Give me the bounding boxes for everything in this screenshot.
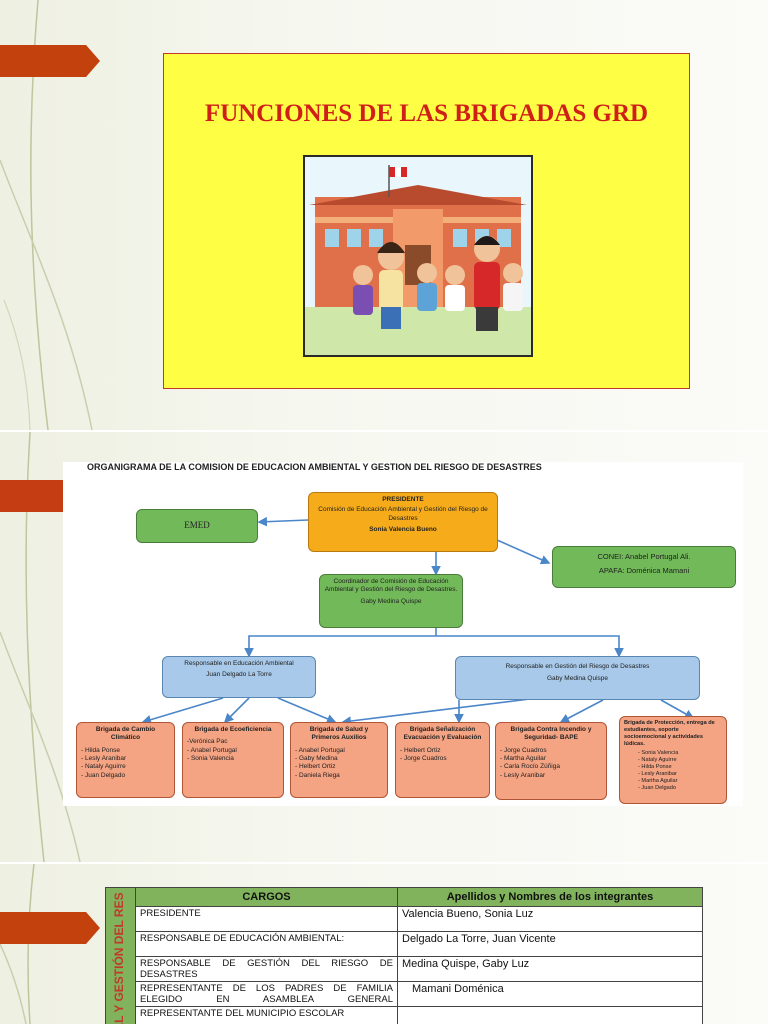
brigada-member: - Nataly Aguirre <box>638 756 677 763</box>
header-cargos: CARGOS <box>135 887 398 907</box>
brigada-member: - Gaby Medina <box>295 754 338 762</box>
table-row: REPRESENTANTE DE LOS PADRES DE FAMILIA E… <box>106 981 703 1007</box>
slide-marker-tab <box>0 45 100 77</box>
brigada-title: Brigada Señalización Evacuación y Evalua… <box>403 726 482 742</box>
responsable-ea-text: Responsable en Educación Ambiental <box>184 660 294 667</box>
coordinador-box: Coordinador de Comisión de Educación Amb… <box>319 574 463 628</box>
presidente-name: Sonia Valencia Bueno <box>369 525 437 533</box>
brigada-member: -Verónica Pac <box>187 738 228 746</box>
responsable-grd-name: Gaby Medina Quispe <box>546 675 609 683</box>
brigada-card: Brigada Contra Incendio y Seguridad- BAP… <box>495 722 607 800</box>
coordinador-name: Gaby Medina Quispe <box>360 597 422 605</box>
brigada-member: - Juan Delgado <box>81 771 126 779</box>
nombre-cell <box>397 1006 703 1024</box>
slide-3: TAL Y GESTIÓN DEL RES CARGOS Apellidos y… <box>0 864 768 1024</box>
presidente-heading: PRESIDENTE <box>382 496 424 503</box>
brigada-title: Brigada de Cambio Climático <box>95 726 156 742</box>
cargo-cell: RESPONSABLE DE EDUCACIÓN AMBIENTAL: <box>135 931 398 957</box>
brigada-member: - Lesly Aranibar <box>500 771 546 779</box>
brigada-member: - Anabel Portugal <box>187 746 237 754</box>
nombre-cell: Valencia Bueno, Sonia Luz <box>397 906 703 932</box>
brigada-card: Brigada de Cambio Climático - Hilda Pons… <box>76 722 175 798</box>
brigada-member: - Hilda Ponse <box>81 746 121 754</box>
cargo-cell: REPRESENTANTE DEL MUNICIPIO ESCOLAR <box>135 1006 398 1024</box>
nombre-cell: Delgado La Torre, Juan Vicente <box>397 931 703 957</box>
slide-2: ORGANIGRAMA DE LA COMISION DE EDUCACION … <box>0 432 768 862</box>
slide-title: FUNCIONES DE LAS BRIGADAS GRD <box>204 100 649 127</box>
brigada-member: - Sonia Valencia <box>187 754 234 762</box>
table-row: RESPONSABLE DE GESTIÓN DEL RIESGO DE DES… <box>106 956 703 982</box>
brigada-member: - Jorge Cuadros <box>500 746 547 754</box>
brigada-member: - Anabel Portugal <box>295 746 345 754</box>
brigada-member: - Hilda Ponse <box>638 763 672 770</box>
cargo-cell: RESPONSABLE DE GESTIÓN DEL RIESGO DE DES… <box>135 956 398 982</box>
nombre-cell: Medina Quispe, Gaby Luz <box>397 956 703 982</box>
header-integrantes: Apellidos y Nombres de los integrantes <box>397 887 703 907</box>
responsable-grd-text: Responsable en Gestión del Riesgo de Des… <box>505 663 650 670</box>
cargo-cell: PRESIDENTE <box>135 906 398 932</box>
presidente-box: PRESIDENTE Comisión de Educación Ambient… <box>308 492 498 552</box>
emed-box: EMED <box>136 509 258 543</box>
brigada-member: - Carla Rocío Zúñiga <box>500 763 560 771</box>
org-title: ORGANIGRAMA DE LA COMISION DE EDUCACION … <box>87 462 542 472</box>
coordinador-text: Coordinador de Comisión de Educación Amb… <box>324 578 458 594</box>
brigada-member: - Nataly Aguirre <box>81 763 126 771</box>
brigada-member: - Daniela Riega <box>295 771 340 779</box>
brigada-member: - Jorge Cuadros <box>400 754 447 762</box>
brigada-member: - Helbert Ortiz <box>295 763 336 771</box>
table-row: REPRESENTANTE DEL MUNICIPIO ESCOLAR <box>106 1006 703 1024</box>
organigrama: ORGANIGRAMA DE LA COMISION DE EDUCACION … <box>63 462 743 806</box>
responsable-grd-box: Responsable en Gestión del Riesgo de Des… <box>455 656 700 700</box>
nombre-cell: Mamani Doménica <box>397 981 703 1007</box>
side-label-cell: TAL Y GESTIÓN DEL RES <box>105 887 136 1024</box>
brigada-title: Brigada de Salud y Primeros Auxilios <box>309 726 369 742</box>
brigada-member: - Martha Aguilar <box>500 754 546 762</box>
brigada-member: - Sonia Valencia <box>638 749 679 756</box>
brigada-card: Brigada Señalización Evacuación y Evalua… <box>395 722 490 798</box>
brigada-card: Brigada de Protección, entrega de estudi… <box>619 716 727 804</box>
brigada-title: Brigada de Ecoeficiencia <box>194 726 272 733</box>
brigada-card: Brigada de Salud y Primeros Auxilios - A… <box>290 722 388 798</box>
org-connectors <box>141 516 695 726</box>
responsable-ea-name: Juan Delgado La Torre <box>206 671 272 679</box>
slide-marker-tab <box>0 912 100 944</box>
table-row: RESPONSABLE DE EDUCACIÓN AMBIENTAL: Delg… <box>106 931 703 957</box>
title-panel: FUNCIONES DE LAS BRIGADAS GRD <box>163 53 690 389</box>
cargo-cell: REPRESENTANTE DE LOS PADRES DE FAMILIA E… <box>135 981 398 1007</box>
integrantes-table: TAL Y GESTIÓN DEL RES CARGOS Apellidos y… <box>105 887 703 1024</box>
side-label: TAL Y GESTIÓN DEL RES <box>112 892 126 1024</box>
brigada-member: - Lesly Aranibar <box>81 754 127 762</box>
brigada-title: Brigada Contra Incendio y Seguridad- BAP… <box>510 726 592 742</box>
brigada-member: - Lesly Aranibar <box>638 771 677 778</box>
brigada-title: Brigada de Protección, entrega de estudi… <box>624 720 715 748</box>
apafa-line: APAFA: Doménica Mamani <box>598 565 690 575</box>
responsable-ea-box: Responsable en Educación Ambiental Juan … <box>162 656 316 698</box>
school-children-illustration <box>303 155 533 357</box>
table-row: PRESIDENTE Valencia Bueno, Sonia Luz <box>106 906 703 932</box>
conei-box: CONEI: Anabel Portugal Ali. APAFA: Domén… <box>552 546 736 588</box>
brigada-card: Brigada de Ecoeficiencia -Verónica Pac -… <box>182 722 284 798</box>
table-header-row: TAL Y GESTIÓN DEL RES CARGOS Apellidos y… <box>105 887 703 1024</box>
decorative-lines <box>0 864 35 1024</box>
brigada-member: - Martha Aguilar <box>638 778 678 785</box>
presidente-text: Comisión de Educación Ambiental y Gestió… <box>318 506 488 522</box>
conei-line: CONEI: Anabel Portugal Ali. <box>597 552 691 561</box>
brigada-member: - Juan Delgado <box>638 785 676 792</box>
emed-label: EMED <box>184 520 210 530</box>
slide-1: FUNCIONES DE LAS BRIGADAS GRD <box>0 0 768 430</box>
brigada-member: - Helbert Ortiz <box>400 746 441 754</box>
